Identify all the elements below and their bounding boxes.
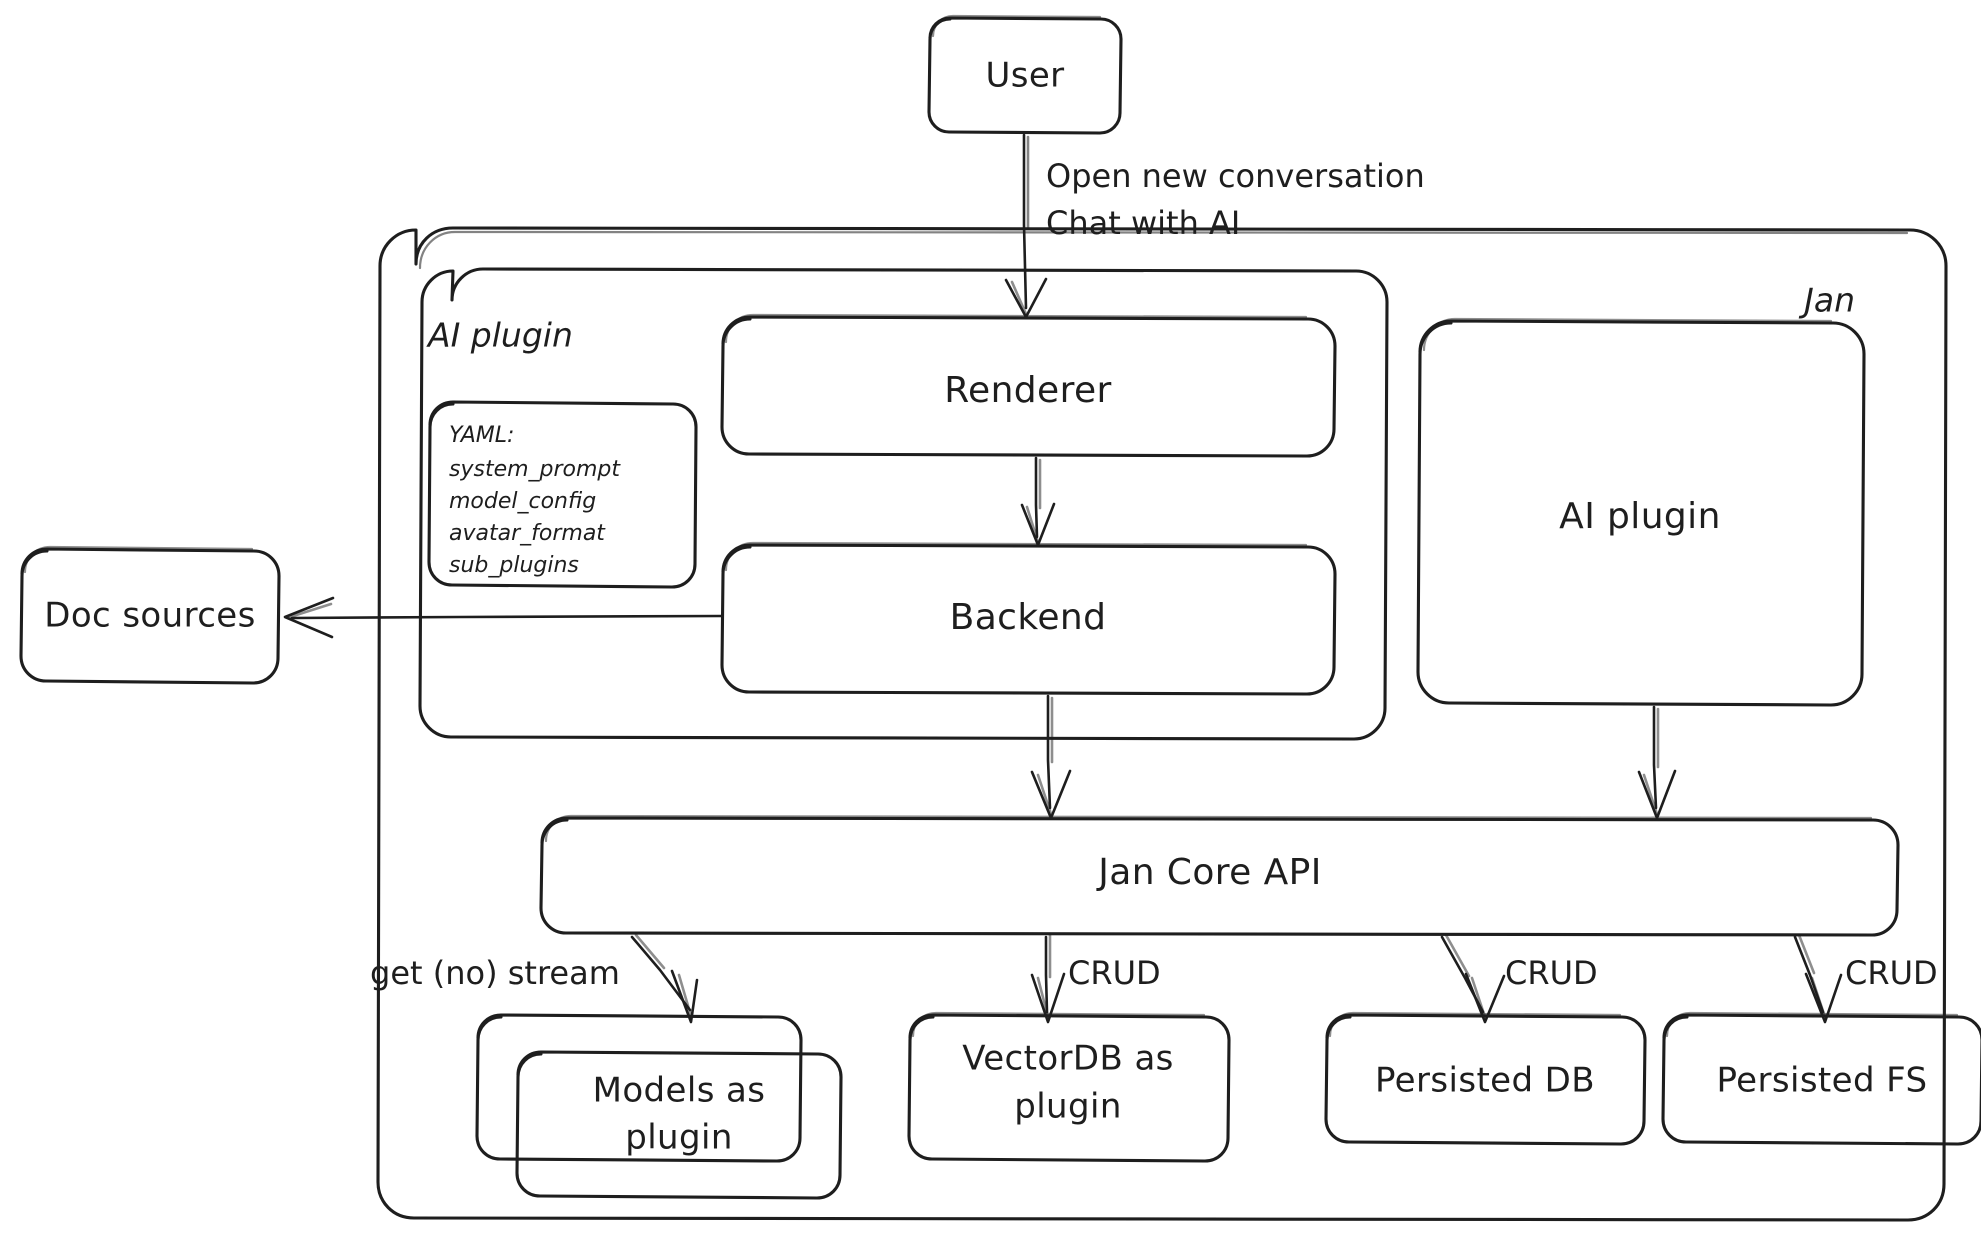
node-label-models-plugin-line2: plugin <box>625 1118 733 1158</box>
container-jan: Jan <box>376 226 1948 1222</box>
node-label-persisted-db: Persisted DB <box>1375 1061 1595 1101</box>
edge-jan-core-api-to-persisted-db: CRUD <box>1440 933 1598 1024</box>
node-persisted-db[interactable]: Persisted DB <box>1324 1011 1647 1146</box>
container-ai-plugin-group: AI plugin <box>418 267 1389 741</box>
container-label-jan: Jan <box>1798 281 1855 320</box>
edge-label-chat-with-ai: Chat with AI <box>1046 204 1240 242</box>
node-label-user: User <box>985 56 1064 96</box>
node-label-vectordb-plugin-line2: plugin <box>1014 1087 1122 1127</box>
node-label-ai-plugin: AI plugin <box>1559 496 1721 537</box>
node-jan-core-api[interactable]: Jan Core API <box>539 814 1900 937</box>
edge-renderer-to-backend <box>1020 456 1056 547</box>
node-label-persisted-fs: Persisted FS <box>1716 1061 1927 1101</box>
node-doc-sources[interactable]: Doc sources <box>19 545 281 685</box>
edge-label-get-no-stream: get (no) stream <box>370 954 620 992</box>
node-user[interactable]: User <box>927 14 1123 135</box>
edge-jan-core-api-to-vectordb-plugin: CRUD <box>1030 933 1161 1024</box>
edge-jan-core-api-to-models-plugin: get (no) stream <box>370 933 699 1024</box>
yaml-item-avatar-format: avatar_format <box>449 521 606 546</box>
node-backend[interactable]: Backend <box>720 541 1337 696</box>
edge-backend-to-doc-sources <box>283 596 724 639</box>
edge-backend-to-jan-core-api <box>1030 694 1072 820</box>
container-label-ai-plugin-group: AI plugin <box>426 316 573 355</box>
edge-jan-core-api-to-persisted-fs: CRUD <box>1793 933 1938 1024</box>
edge-user-to-renderer: Open new conversation Chat with AI <box>1004 133 1425 319</box>
node-models-plugin[interactable]: Models as plugin <box>475 1013 843 1200</box>
node-persisted-fs[interactable]: Persisted FS <box>1661 1011 1981 1146</box>
node-label-models-plugin-line1: Models as <box>593 1071 766 1111</box>
node-label-backend: Backend <box>950 597 1107 638</box>
node-label-vectordb-plugin-line1: VectorDB as <box>962 1039 1174 1079</box>
node-label-renderer: Renderer <box>944 370 1112 411</box>
edge-label-crud-persisted-fs: CRUD <box>1845 954 1938 992</box>
yaml-note-box: YAML: system_prompt model_config avatar_… <box>427 400 698 589</box>
node-renderer[interactable]: Renderer <box>720 313 1337 458</box>
yaml-item-sub-plugins: sub_plugins <box>449 553 579 578</box>
edge-label-crud-persisted-db: CRUD <box>1505 954 1598 992</box>
node-label-jan-core-api: Jan Core API <box>1096 852 1321 893</box>
node-ai-plugin[interactable]: AI plugin <box>1416 317 1866 707</box>
yaml-header: YAML: <box>449 423 514 448</box>
edge-label-crud-vectordb: CRUD <box>1068 954 1161 992</box>
node-label-doc-sources: Doc sources <box>44 596 256 636</box>
edge-ai-plugin-to-jan-core-api <box>1637 705 1677 820</box>
yaml-item-system-prompt: system_prompt <box>449 457 621 482</box>
edge-label-open-new-conversation: Open new conversation <box>1046 157 1425 195</box>
yaml-item-model-config: model_config <box>449 489 596 514</box>
node-vectordb-plugin[interactable]: VectorDB as plugin <box>907 1011 1231 1163</box>
